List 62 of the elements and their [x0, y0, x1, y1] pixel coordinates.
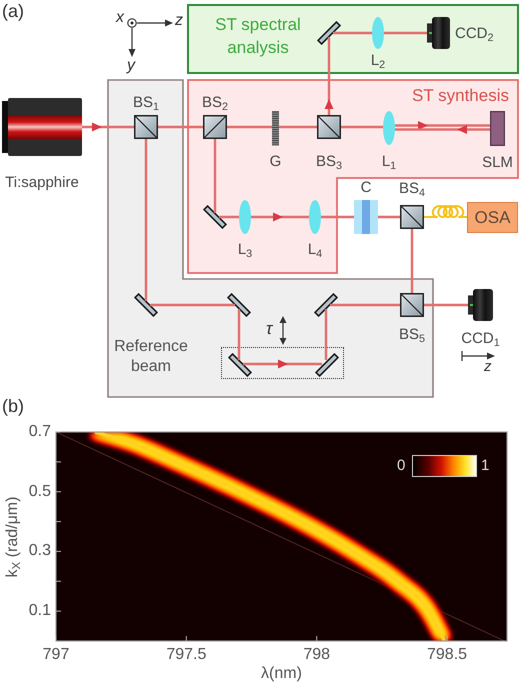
light-beam [219, 216, 239, 218]
axis-letter: z [175, 11, 183, 30]
tick-label: 797.5 [166, 646, 206, 664]
light-beam [378, 216, 400, 218]
component-label: CCD$_{1}$ [461, 330, 500, 347]
light-beam [424, 304, 468, 306]
section-title: ST synthesis [410, 86, 509, 106]
component-label: BS$_{3}$ [316, 153, 342, 170]
component-label: BS$_{5}$ [398, 326, 426, 343]
component-label: CCD$_{2}$ [455, 24, 494, 42]
light-beam [324, 37, 334, 115]
light-beam [82, 122, 134, 132]
component-label: C [360, 179, 372, 196]
light-beam [279, 126, 317, 128]
light-beam [144, 139, 148, 301]
component-label: BS$_{1}$ [132, 94, 160, 111]
light-beam [321, 216, 354, 218]
component-label: L$_{3}$ [238, 241, 252, 258]
dotted-frame [221, 347, 344, 379]
instrument-box: OSA [467, 202, 518, 233]
component-label: L$_{1}$ [382, 153, 396, 170]
tick-label: 0.1 [28, 602, 51, 620]
light-beam [384, 32, 427, 34]
light-beam [243, 360, 322, 368]
tick-label: 0.5 [28, 482, 51, 501]
component-label: SLM [482, 154, 513, 171]
light-beam [341, 126, 383, 128]
delay-symbol: τ [266, 320, 272, 337]
colorbar-label: 0 [397, 457, 406, 475]
light-beam [251, 212, 309, 222]
light-beam [395, 121, 490, 130]
component-label: L$_{4}$ [308, 241, 322, 258]
component-label: Ti:sapphire [5, 174, 79, 191]
light-beam [330, 304, 400, 306]
light-beam [333, 32, 372, 34]
light-beam [410, 229, 414, 293]
light-beam [238, 309, 240, 360]
tick-label: 798.5 [427, 646, 468, 664]
panel-letter: (a) [2, 1, 24, 22]
tick-label: 798 [303, 646, 330, 664]
section-title: ST spectral analysis [214, 14, 302, 59]
light-beam [227, 126, 272, 128]
light-beam [150, 304, 235, 306]
light-beam [158, 126, 203, 128]
axis-title: λ(nm) [261, 665, 302, 683]
light-beam [395, 125, 490, 134]
axis-letter: z [484, 358, 492, 376]
component-label: G [270, 153, 282, 170]
component-label: BS$_{2}$ [202, 94, 228, 111]
component-label: L$_{2}$ [370, 52, 386, 69]
light-beam [324, 309, 328, 360]
light-beam [214, 139, 216, 213]
tick-label: 797 [42, 646, 70, 664]
panel-letter: (b) [2, 396, 24, 417]
tick-label: 0.7 [28, 423, 51, 441]
colorbar-label: 1 [481, 457, 490, 475]
section-title: Reference beam [113, 337, 189, 377]
axis-letter: x [116, 8, 124, 27]
fiber-coil [424, 205, 467, 218]
axis-letter: y [127, 56, 135, 75]
tick-label: 0.3 [28, 542, 51, 560]
component-label: BS$_{4}$ [398, 180, 426, 197]
